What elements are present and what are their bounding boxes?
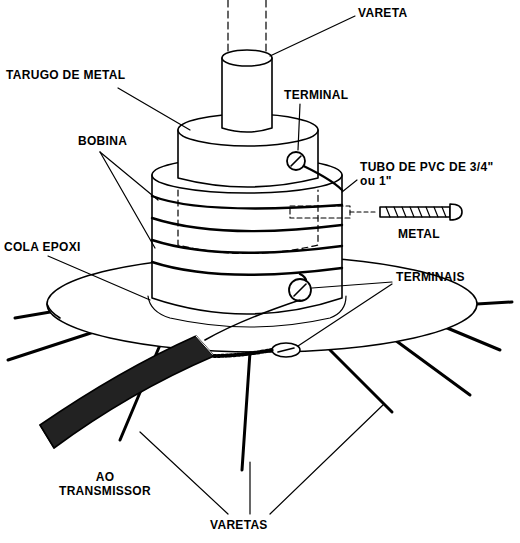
part-label: VARETAS (210, 518, 300, 532)
part-label: COLA EPOXI (4, 240, 114, 254)
rod-socket (222, 58, 272, 132)
terminal (289, 279, 311, 301)
leader-lines (48, 16, 392, 514)
coax-cable (40, 300, 300, 448)
terminal (272, 343, 300, 357)
metal-screw (290, 204, 462, 220)
part-label: BOBINA (78, 134, 148, 148)
terminal (287, 152, 305, 170)
part-label: VARETA (358, 6, 448, 20)
part-label: TERMINAIS (396, 270, 496, 284)
pvc-tube (152, 175, 342, 314)
part-label: AO TRANSMISSOR (50, 470, 160, 498)
coil (152, 162, 342, 290)
part-label: METAL (398, 227, 458, 241)
part-label: TUBO DE PVC DE 3/4" ou 1" (360, 160, 512, 188)
part-label: TERMINAL (284, 88, 374, 102)
part-label: TARUGO DE METAL (6, 68, 146, 82)
